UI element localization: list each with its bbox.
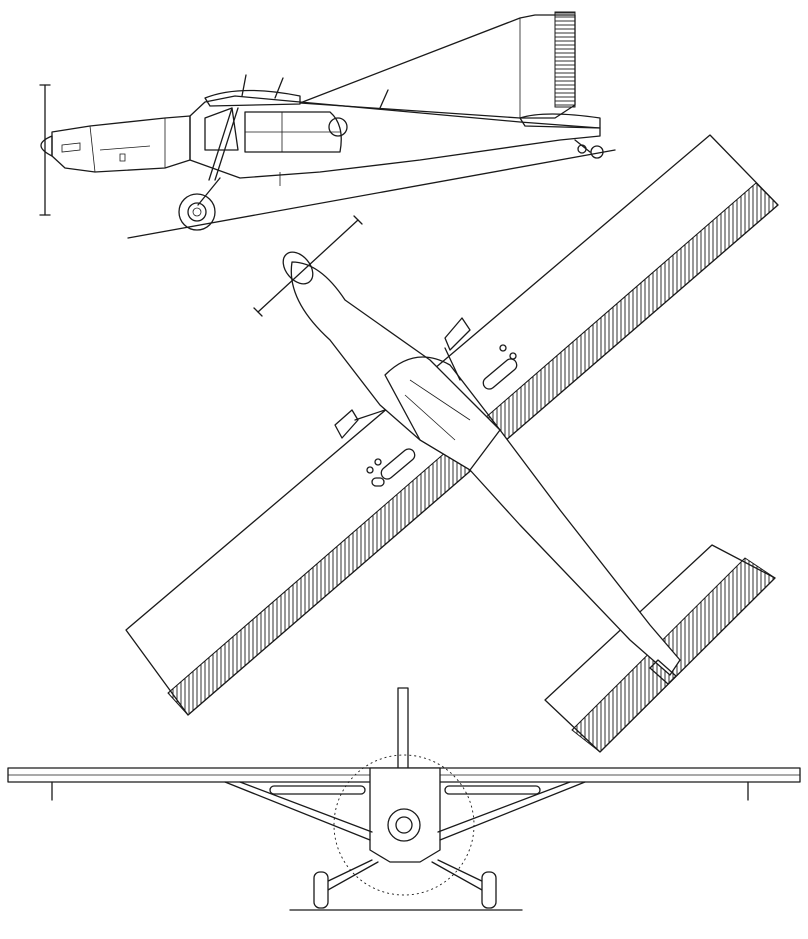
wing-strut <box>215 108 238 180</box>
main-wheel <box>179 194 215 230</box>
right-gear <box>432 862 482 890</box>
left-wheel <box>314 872 328 908</box>
rudder-hatching <box>555 12 575 107</box>
engine-cowling <box>52 116 190 172</box>
side-view <box>40 12 615 238</box>
front-fuselage <box>370 768 440 862</box>
plan-view <box>126 135 778 752</box>
main-gear-leg <box>198 178 220 205</box>
vertical-stabilizer <box>300 15 575 118</box>
tail-wheel <box>575 140 590 152</box>
plan-spinner <box>277 246 319 289</box>
front-spinner <box>388 809 420 841</box>
horizontal-stabilizer <box>520 114 600 128</box>
propeller-disc <box>334 755 474 895</box>
ground-line <box>128 150 615 238</box>
cabin-window <box>245 112 341 152</box>
left-wing-strut <box>225 782 370 840</box>
plan-fuselage <box>291 262 680 675</box>
windshield <box>205 108 238 150</box>
rear-window <box>329 118 347 136</box>
right-wing-strut <box>440 782 585 840</box>
right-wheel <box>482 872 496 908</box>
front-fin <box>398 688 408 768</box>
spinner <box>41 136 52 156</box>
fuselage <box>190 96 600 178</box>
wing-root <box>205 90 300 106</box>
front-view <box>8 688 800 910</box>
left-gear <box>328 862 378 890</box>
plan-propeller <box>258 220 358 312</box>
